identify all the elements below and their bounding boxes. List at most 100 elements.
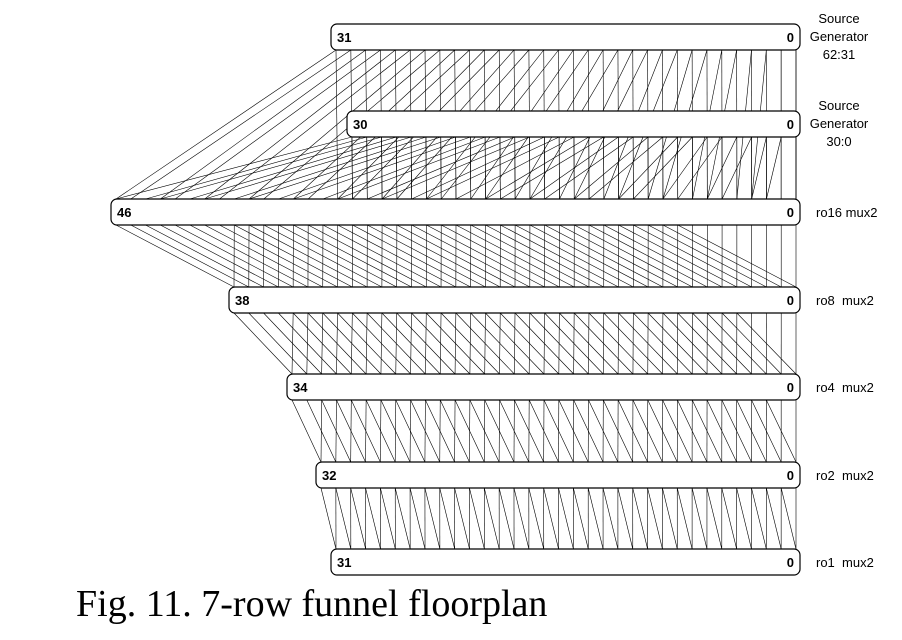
wire — [647, 399, 678, 463]
wire — [248, 312, 308, 375]
wire — [381, 136, 530, 200]
wire — [543, 399, 574, 463]
wire — [662, 136, 708, 200]
wire — [544, 136, 634, 200]
wire — [160, 49, 366, 200]
wire — [455, 136, 575, 200]
wire — [780, 487, 797, 550]
wire — [751, 136, 767, 200]
wire — [351, 136, 353, 200]
wire — [306, 399, 337, 463]
wire — [706, 487, 723, 550]
wire — [751, 487, 767, 550]
row-high-index: 38 — [235, 293, 249, 308]
row-label: ro16 mux2 — [816, 205, 877, 220]
wire — [618, 136, 678, 200]
wire — [485, 312, 545, 375]
wire — [366, 312, 426, 375]
wire — [573, 487, 589, 550]
wire — [336, 399, 366, 463]
wire — [544, 224, 664, 288]
wire — [617, 399, 648, 463]
wire — [618, 312, 678, 375]
wire — [529, 224, 649, 288]
wire — [692, 312, 752, 375]
wire — [130, 224, 249, 288]
row-label-line: Generator — [810, 116, 869, 131]
wire — [204, 136, 412, 200]
wire — [588, 399, 619, 463]
wire — [500, 224, 619, 288]
wire — [410, 399, 441, 463]
wire — [454, 487, 470, 550]
wire — [322, 136, 486, 200]
figure-caption: Fig. 11. 7-row funnel floorplan — [76, 583, 548, 625]
wire — [470, 224, 590, 288]
wire — [115, 49, 337, 200]
wire — [411, 224, 530, 288]
wire — [439, 399, 470, 463]
wire — [559, 312, 619, 375]
row-label-line: Generator — [810, 29, 869, 44]
wire — [485, 224, 604, 288]
row-bar-ro8 — [228, 286, 801, 314]
wire — [498, 487, 515, 550]
wire — [248, 49, 426, 200]
wire — [426, 312, 485, 375]
wire — [204, 49, 396, 200]
wire — [574, 136, 649, 200]
wire — [263, 312, 322, 375]
wire — [529, 136, 619, 200]
wire — [321, 399, 351, 463]
row-label: ro8 mux2 — [816, 293, 874, 308]
wire — [411, 312, 471, 375]
wire — [603, 224, 723, 288]
wire — [558, 399, 589, 463]
wire — [736, 399, 767, 463]
wire — [499, 399, 530, 463]
wire — [736, 312, 797, 375]
wire — [485, 136, 589, 200]
wire — [513, 487, 530, 550]
wire — [484, 399, 515, 463]
wire — [395, 399, 426, 463]
wire — [204, 224, 323, 288]
row-high-index: 30 — [353, 117, 367, 132]
wire — [691, 487, 708, 550]
wire — [352, 312, 411, 375]
wire — [365, 487, 381, 550]
row-bar-sg-hi — [330, 23, 801, 51]
row-bar-ro2 — [315, 461, 801, 489]
wire — [766, 136, 782, 200]
row-bar-ro1 — [330, 548, 801, 576]
row-label-line: Source — [818, 11, 859, 26]
wire — [396, 312, 456, 375]
row-low-index: 0 — [787, 293, 794, 308]
wire — [248, 224, 368, 288]
wire-connections — [115, 49, 797, 550]
wire — [514, 224, 634, 288]
row-high-index: 34 — [293, 380, 308, 395]
row-low-index: 0 — [787, 468, 794, 483]
wire — [351, 399, 381, 463]
row-label-line: Source — [818, 98, 859, 113]
wire — [677, 399, 708, 463]
row-bar-ro16 — [110, 198, 801, 226]
wire — [603, 399, 633, 463]
wire — [130, 49, 352, 200]
wire — [662, 224, 782, 288]
wire — [543, 487, 559, 550]
wire — [514, 312, 574, 375]
wire — [662, 399, 693, 463]
wire — [424, 487, 441, 550]
wire — [291, 399, 322, 463]
wire — [337, 224, 456, 288]
wire — [647, 487, 663, 550]
wire — [455, 224, 575, 288]
wire — [189, 136, 397, 200]
wire — [425, 399, 455, 463]
wire — [440, 312, 500, 375]
wire — [544, 312, 604, 375]
